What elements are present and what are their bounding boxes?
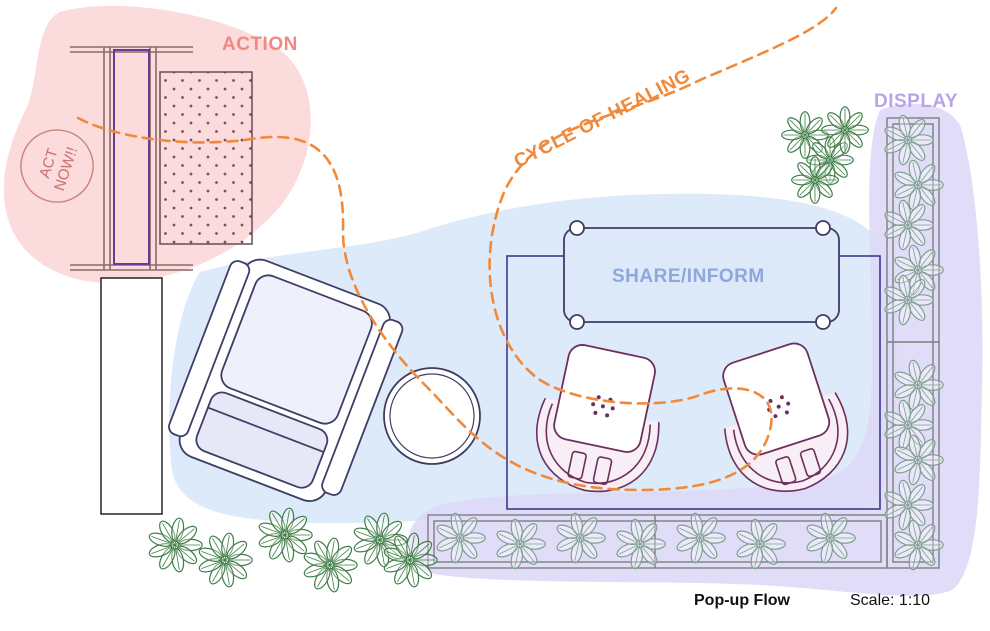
display-plant: [884, 114, 934, 166]
display-plant: [884, 479, 934, 531]
planter-plant: [436, 512, 486, 564]
display-plant: [884, 199, 934, 251]
ground-shrub: [198, 532, 253, 588]
ground-shrub: [258, 507, 313, 563]
chair-right: [722, 342, 849, 493]
corner-shrub: [821, 106, 869, 154]
planter-vertical: [886, 117, 940, 569]
planter-plant: [616, 518, 666, 570]
action-board: [70, 46, 193, 271]
display-plant: [894, 434, 944, 486]
footer-scale: Scale: 1:10: [850, 592, 931, 609]
planter-plant: [676, 512, 726, 564]
side-table: [383, 367, 481, 465]
foliage: [148, 106, 944, 593]
ground-shrub: [148, 517, 203, 573]
display-plant: [894, 159, 944, 211]
armchair: [168, 258, 404, 502]
display-plant: [894, 244, 944, 296]
planter-plant: [806, 512, 856, 564]
bench: [100, 277, 163, 515]
display-plant: [894, 519, 944, 571]
corner-shrub: [791, 156, 839, 204]
footer-title: Pop-up Flow: [694, 592, 790, 609]
display-zone-label: DISPLAY: [874, 91, 958, 112]
display-plant: [884, 399, 934, 451]
ground-shrub: [353, 512, 408, 568]
ground-shrub: [383, 532, 438, 588]
action-zone-label: ACTION: [222, 34, 298, 55]
corner-shrub: [806, 136, 854, 184]
share-table: [563, 220, 840, 330]
pegboard-panel: [159, 71, 253, 245]
display-plant: [894, 359, 944, 411]
share-zone-label: SHARE/INFORM: [612, 266, 765, 287]
display-zone: [408, 103, 983, 596]
display-plant: [884, 274, 934, 326]
cycle-of-healing-path: [76, 6, 838, 492]
planter-plant: [736, 518, 786, 570]
cycle-of-healing-label: CYCLE OF HEALING: [511, 65, 694, 172]
planter-plant: [496, 518, 546, 570]
planter-plant: [556, 512, 606, 564]
ground-shrub: [303, 537, 358, 593]
